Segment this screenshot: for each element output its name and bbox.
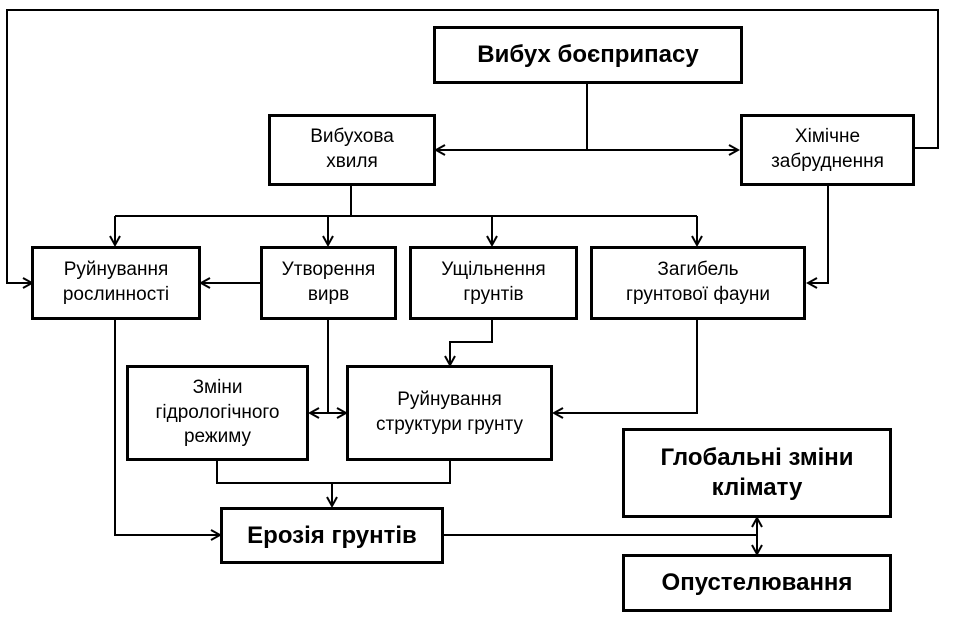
node-craters-line-1: Утворення — [281, 259, 376, 281]
node-hydrological-regime-changes: Зміни гідрологічного режиму — [126, 365, 309, 461]
edge-chemical-to-fauna — [808, 186, 829, 283]
node-crater-formation: Утворення вирв — [260, 246, 397, 320]
edge-compaction-to-structure — [450, 320, 493, 365]
node-explosion: Вибух боєприпасу — [433, 26, 743, 84]
node-climate-line-1: Глобальні зміни — [660, 444, 854, 471]
node-chemical-line-1: Хімічне — [794, 126, 861, 148]
node-fauna-line-2: грунтової фауни — [626, 284, 770, 305]
node-fauna-line-1: Загибель — [657, 259, 739, 281]
node-explosion-line-1: Вибух боєприпасу — [477, 41, 699, 68]
node-desertification: Опустелювання — [622, 554, 892, 612]
node-blast-wave-line-2: хвиля — [326, 151, 378, 172]
node-vegetation-line-1: Руйнування — [63, 259, 169, 281]
node-global-climate-change: Глобальні зміни клімату — [622, 428, 892, 518]
node-structure-line-1: Руйнування — [397, 389, 502, 411]
edge-vegetation-to-erosion — [114, 320, 220, 535]
node-climate-line-2: клімату — [711, 474, 803, 501]
node-hydrology-line-3: режиму — [183, 426, 252, 448]
node-chemical-line-2: забруднення — [771, 151, 884, 172]
node-structure-line-2: структури грунту — [376, 414, 523, 435]
node-soil-erosion: Ерозія грунтів — [220, 507, 444, 564]
node-hydrology-line-1: Зміни — [192, 376, 243, 398]
node-desertification-line-1: Опустелювання — [661, 569, 853, 596]
node-compaction-line-1: Ущільнення — [441, 259, 546, 281]
node-compaction-line-2: грунтів — [463, 284, 524, 305]
node-blast-wave: Вибухова хвиля — [268, 114, 436, 186]
node-chemical-pollution: Хімічне забруднення — [740, 114, 915, 186]
node-blast-wave-line-1: Вибухова — [310, 126, 394, 148]
node-vegetation-line-2: рослинності — [62, 284, 170, 305]
node-soil-structure-destruction: Руйнування структури грунту — [346, 365, 553, 461]
edge-chemical-to-vegetation — [6, 9, 939, 283]
node-craters-line-2: вирв — [307, 284, 350, 305]
node-vegetation-destruction: Руйнування рослинності — [31, 246, 201, 320]
node-hydrology-line-2: гідрологічного — [155, 401, 280, 423]
edge-fauna-to-structure — [554, 320, 698, 413]
node-erosion-line-1: Ерозія грунтів — [247, 521, 417, 549]
edge-hydrology-structure-merge — [216, 461, 451, 484]
node-soil-compaction: Ущільнення грунтів — [409, 246, 578, 320]
node-soil-fauna-death: Загибель грунтової фауни — [590, 246, 806, 320]
